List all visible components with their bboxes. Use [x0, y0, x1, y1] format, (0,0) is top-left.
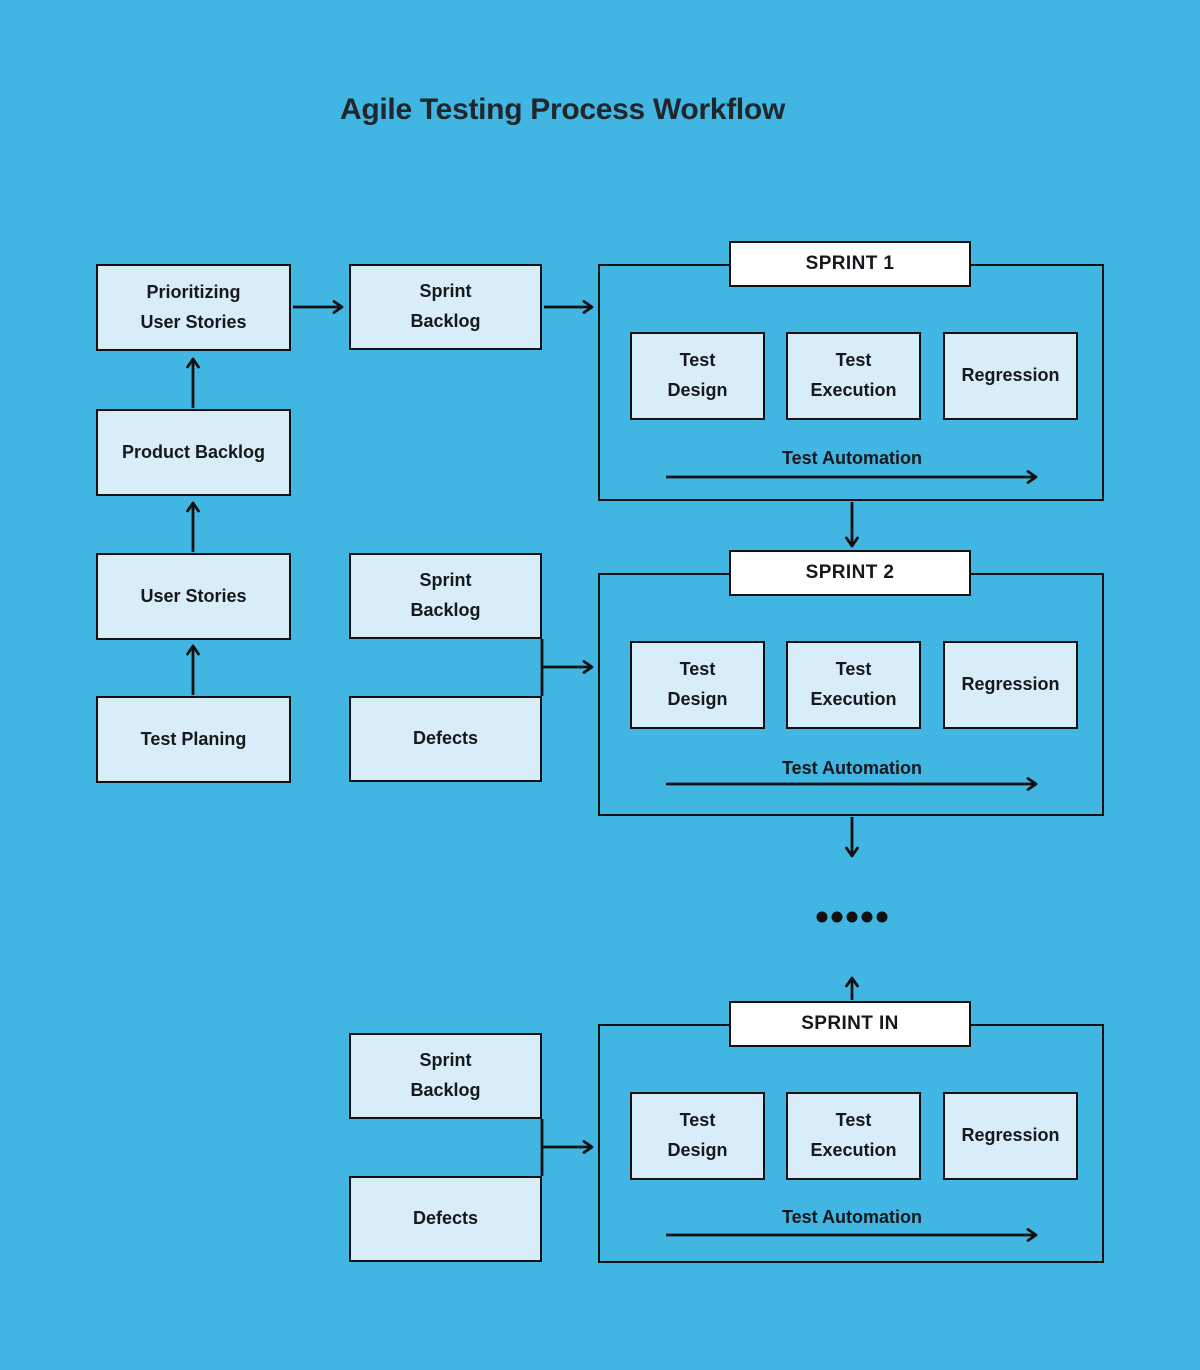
- node-test-execution-sprint-in: Test Execution: [786, 1092, 921, 1180]
- node-test-execution-sprint-2: Test Execution: [786, 641, 921, 729]
- node-product-backlog: Product Backlog: [96, 409, 291, 496]
- test-automation-label-sprint-1: Test Automation: [782, 448, 922, 468]
- node-regression-sprint-in: Regression: [943, 1092, 1078, 1180]
- sprint-2-label: SPRINT 2: [729, 550, 971, 596]
- node-sprint-backlog-middle: Sprint Backlog: [349, 553, 542, 639]
- diagram-title: Agile Testing Process Workflow: [340, 93, 785, 126]
- sprint-1-label: SPRINT 1: [729, 241, 971, 287]
- node-test-planing: Test Planing: [96, 696, 291, 783]
- node-defects-bottom: Defects: [349, 1176, 542, 1262]
- node-test-design-sprint-1: Test Design: [630, 332, 765, 420]
- test-automation-label-sprint-in: Test Automation: [782, 1207, 922, 1227]
- node-regression-sprint-1: Regression: [943, 332, 1078, 420]
- sprint-1-container: SPRINT 1 Test Design Test Execution Regr…: [598, 241, 1104, 501]
- sprint-2-container: SPRINT 2 Test Design Test Execution Regr…: [598, 550, 1104, 816]
- node-defects-middle: Defects: [349, 696, 542, 782]
- sprint-in-container: SPRINT IN Test Design Test Execution Reg…: [598, 1001, 1104, 1263]
- node-user-stories: User Stories: [96, 553, 291, 640]
- sprint-in-label: SPRINT IN: [729, 1001, 971, 1047]
- node-prioritizing-user-stories: Prioritizing User Stories: [96, 264, 291, 351]
- node-sprint-backlog-bottom: Sprint Backlog: [349, 1033, 542, 1119]
- test-automation-label-sprint-2: Test Automation: [782, 758, 922, 778]
- node-test-design-sprint-2: Test Design: [630, 641, 765, 729]
- node-sprint-backlog-top: Sprint Backlog: [349, 264, 542, 350]
- node-test-design-sprint-in: Test Design: [630, 1092, 765, 1180]
- node-test-execution-sprint-1: Test Execution: [786, 332, 921, 420]
- ellipsis-dots: [816, 911, 888, 923]
- node-regression-sprint-2: Regression: [943, 641, 1078, 729]
